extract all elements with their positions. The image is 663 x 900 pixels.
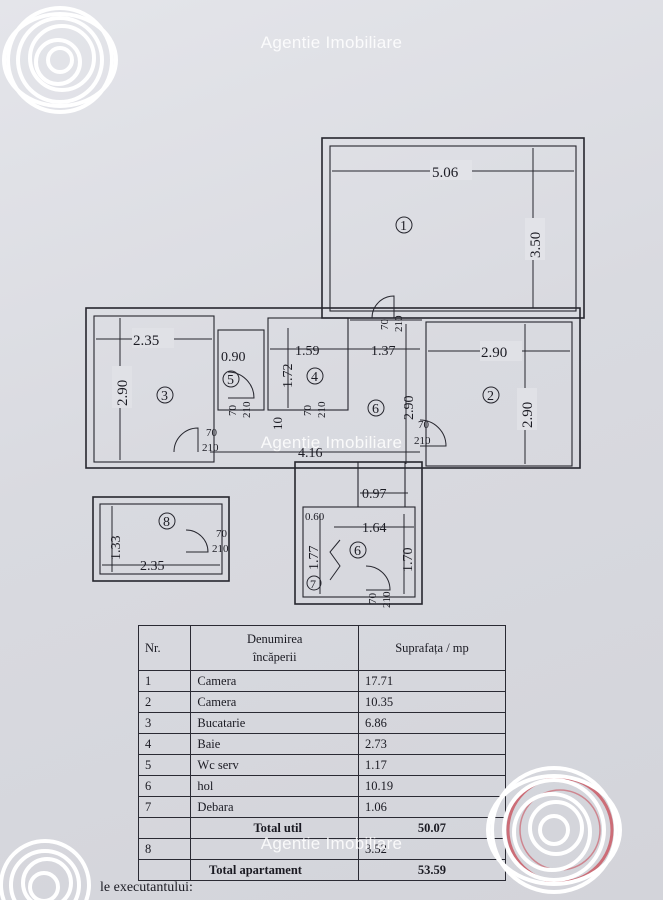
door-arcs [173, 295, 447, 591]
total-apartment-label: Total apartament [190, 859, 359, 881]
dim-0-60: 0.60 [305, 511, 325, 523]
dim-1-72: 1.72 [281, 364, 296, 389]
watermark-top: Agentie Imobiliare [260, 33, 403, 52]
dim-2-35-b: 2.35 [140, 559, 165, 574]
svg-text:210: 210 [316, 401, 328, 418]
room-number-4: 4 [311, 370, 318, 385]
svg-text:70: 70 [418, 419, 430, 431]
area-table: Nr. Denumirea încăperii Suprafața / mp 1… [137, 625, 507, 881]
dim-4-16: 4.16 [298, 446, 323, 461]
room-number-6-hall: 6 [372, 402, 379, 417]
header-nr: Nr. [137, 625, 192, 671]
room-number-1: 1 [400, 219, 407, 234]
svg-text:70: 70 [302, 405, 314, 417]
lower-hall-walls [294, 461, 423, 605]
dim-2-90-a: 2.90 [115, 380, 131, 406]
svg-text:210: 210 [212, 543, 229, 555]
dim-3-50: 3.50 [528, 232, 544, 258]
dim-2-90-b: 2.90 [481, 345, 507, 361]
redaction-scribble-icon [486, 766, 622, 894]
svg-text:70: 70 [227, 405, 239, 417]
svg-text:210: 210 [241, 401, 253, 418]
redaction-scribble-icon [0, 839, 91, 900]
dim-5-06: 5.06 [432, 165, 459, 181]
svg-text:210: 210 [414, 435, 431, 447]
total-apartment-row: Total apartament 53.59 [137, 859, 507, 881]
svg-text:210: 210 [381, 591, 393, 608]
redaction-scribble-icon [2, 6, 118, 114]
room-number-7: 7 [310, 577, 316, 591]
dim-1-37: 1.37 [371, 344, 396, 359]
room-number-2: 2 [487, 389, 494, 404]
watermark-bottom: Agentie Imobiliare [260, 834, 403, 853]
svg-text:210: 210 [202, 442, 219, 454]
room-8-walls [92, 496, 230, 582]
dimension-lines [96, 148, 574, 594]
svg-text:70: 70 [216, 528, 228, 540]
dim-2-35-a: 2.35 [133, 333, 159, 349]
room-number-3: 3 [161, 389, 168, 404]
dim-0-90: 0.90 [221, 350, 246, 365]
dim-10: 10 [270, 417, 285, 430]
dim-0-97: 0.97 [362, 487, 387, 502]
total-apartment-value: 53.59 [357, 859, 507, 881]
room-number-8: 8 [163, 515, 170, 530]
dim-1-70: 1.70 [401, 548, 416, 573]
dimension-labels: 5.06 3.50 2.35 2.90 0.90 1.72 1.59 1.37 … [109, 160, 545, 574]
dim-1-77: 1.77 [307, 546, 322, 571]
dim-1-59: 1.59 [295, 344, 320, 359]
header-area: Suprafața / mp [357, 625, 507, 671]
svg-text:210: 210 [393, 315, 405, 332]
dim-2-90-d: 2.90 [402, 396, 417, 421]
dim-1-33: 1.33 [109, 536, 124, 561]
room-numbers: 1 2 3 4 5 6 6 7 8 [156, 216, 500, 591]
header-name: Denumirea încăperii [190, 625, 359, 671]
table-header-row: Nr. Denumirea încăperii Suprafața / mp [137, 625, 507, 671]
middle-band-walls [85, 307, 581, 469]
room-number-6-lower: 6 [354, 544, 361, 559]
watermark-middle: Agentie Imobiliare [260, 433, 403, 452]
room-1-walls [321, 137, 585, 319]
dim-1-64: 1.64 [362, 521, 387, 536]
door-sizes: 70 210 70 210 70 210 70 210 70 210 70 21… [202, 315, 431, 608]
dim-2-90-c: 2.90 [520, 402, 536, 428]
table-row-8: 8 3.52 [137, 838, 507, 860]
svg-text:70: 70 [379, 319, 391, 331]
svg-text:70: 70 [206, 427, 218, 439]
footer-fragment: le executantului: [100, 880, 193, 895]
room-number-5: 5 [227, 373, 234, 388]
total-util-row: Total util 50.07 [137, 817, 507, 839]
svg-text:70: 70 [367, 593, 379, 605]
